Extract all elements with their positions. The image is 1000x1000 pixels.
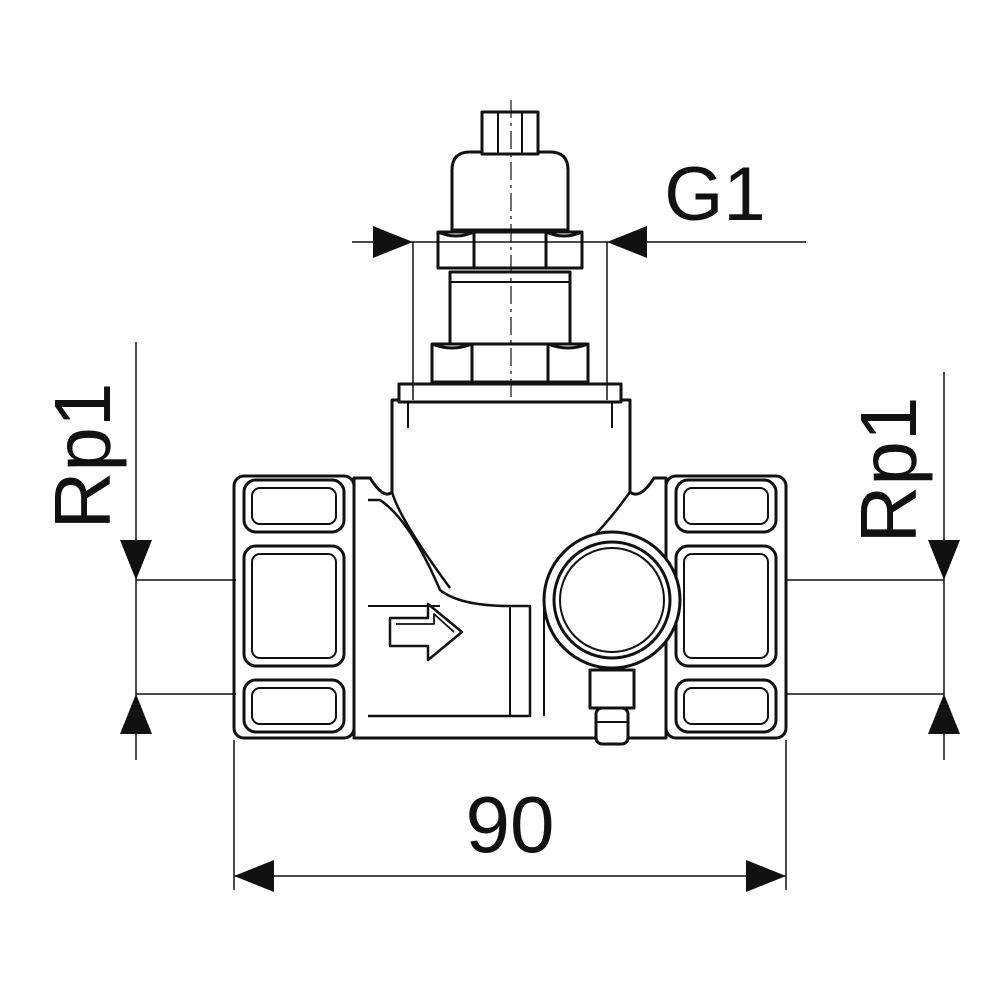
- side-port: [542, 530, 682, 670]
- lower-hex-nut: [430, 342, 590, 384]
- stem-collar: [448, 270, 572, 346]
- bonnet-flange: [397, 382, 623, 404]
- length-arrow-left: [234, 860, 274, 892]
- g1-label: G1: [664, 152, 765, 237]
- right-rp1-label: Rp1: [844, 397, 933, 544]
- left-rp1-dimension: [120, 342, 236, 760]
- length-arrow-right: [746, 860, 786, 892]
- right-rp1-arrow-bottom: [928, 694, 960, 734]
- g1-arrow-right: [607, 226, 647, 258]
- g1-dimension: [352, 226, 806, 400]
- right-rp1-arrow-top: [928, 540, 960, 580]
- left-rp1-arrow-bottom: [120, 694, 152, 734]
- left-rp1-arrow-top: [120, 540, 152, 580]
- right-rp1-dimension: [786, 372, 960, 760]
- right-thread-end: [654, 474, 788, 740]
- left-rp1-label: Rp1: [38, 383, 127, 530]
- dimensions: [120, 226, 960, 892]
- left-thread-end: [232, 474, 366, 740]
- drain-nipple: [588, 668, 636, 746]
- flow-arrow: [388, 602, 464, 662]
- spindle-tip: [480, 110, 540, 156]
- g1-arrow-left: [373, 226, 413, 258]
- length-label: 90: [466, 780, 555, 869]
- flow-channel: [368, 498, 532, 718]
- length-dimension: [233, 740, 787, 892]
- valve-cap: [450, 150, 570, 232]
- valve-body: [232, 110, 788, 746]
- upper-hex-nut: [436, 230, 584, 270]
